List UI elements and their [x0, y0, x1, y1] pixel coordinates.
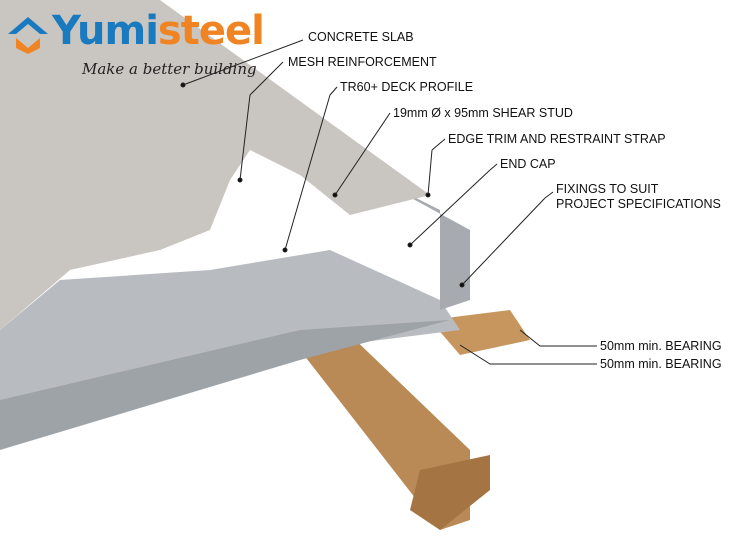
brand-name: Yumisteel — [52, 8, 265, 54]
label-end-cap: END CAP — [500, 157, 556, 171]
label-deck-profile: TR60+ DECK PROFILE — [340, 80, 474, 94]
leader-lines — [180, 39, 597, 365]
concrete-slab — [0, 0, 430, 330]
label-shear-stud: 19mm Ø x 95mm SHEAR STUD — [393, 106, 573, 120]
deck-profile-lower — [0, 320, 450, 450]
label-bearing-1: 50mm min. BEARING — [600, 339, 722, 353]
label-edge-trim: EDGE TRIM AND RESTRAINT STRAP — [448, 132, 666, 146]
brand-logo-icon — [8, 14, 48, 59]
brand-name-part2: steel — [157, 8, 265, 54]
label-bearing-2: 50mm min. BEARING — [600, 357, 722, 371]
label-fixings-2: PROJECT SPECIFICATIONS — [556, 197, 721, 211]
steel-beam-flange — [410, 455, 490, 530]
beam-top-flange — [430, 310, 530, 355]
label-mesh-reinforcement: MESH REINFORCEMENT — [288, 55, 437, 69]
label-concrete-slab: CONCRETE SLAB — [308, 30, 414, 44]
brand-tagline: Make a better building — [82, 60, 257, 78]
brand-name-part1: Yumi — [52, 8, 159, 54]
edge-trim — [360, 170, 470, 310]
label-fixings-1: FIXINGS TO SUIT — [556, 182, 659, 196]
